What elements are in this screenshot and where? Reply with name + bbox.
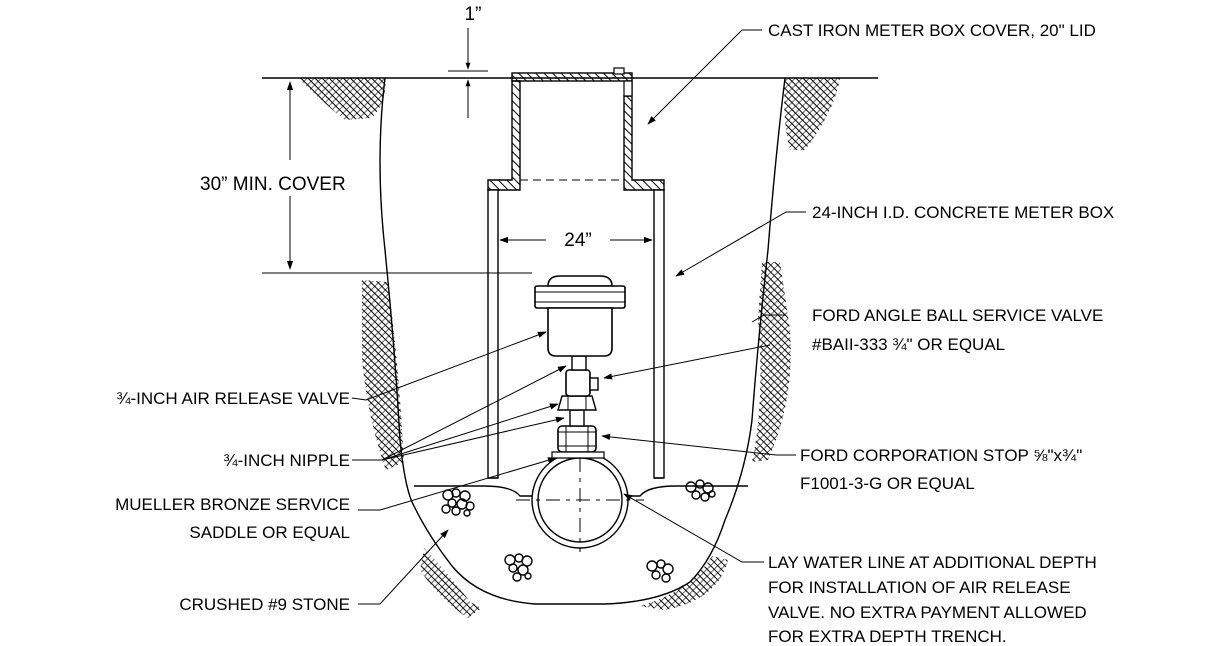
callout-water-line-3: VALVE. NO EXTRA PAYMENT ALLOWED (768, 603, 1087, 622)
callout-nipple: ¾-INCH NIPPLE (223, 451, 350, 470)
callout-water-line-1: LAY WATER LINE AT ADDITIONAL DEPTH (768, 553, 1097, 572)
angle-ball-valve (565, 355, 599, 397)
pipe-nipple (569, 409, 585, 427)
callout-corp-stop-line1: FORD CORPORATION STOP ⅝"x¾" (800, 446, 1082, 465)
cover-depth-label: 30” MIN. COVER (200, 174, 346, 195)
callout-angle-valve-line2: #BAII-333 ¾" OR EQUAL (812, 335, 1005, 354)
lid-offset-label: 1” (465, 4, 482, 25)
cover-depth-dimension (262, 81, 532, 274)
soil-hatch-left (300, 78, 482, 618)
crushed-stone (441, 479, 716, 583)
union-fitting (557, 395, 597, 411)
trench-wall-right (604, 77, 786, 605)
callout-saddle-line2: SADDLE OR EQUAL (189, 523, 350, 542)
callout-saddle-line1: MUELLER BRONZE SERVICE (115, 495, 350, 514)
soil-hatch-right (640, 78, 840, 610)
trench-wall-left (379, 77, 605, 605)
corporation-stop (551, 425, 605, 459)
callout-angle-valve-line1: FORD ANGLE BALL SERVICE VALVE (812, 306, 1103, 325)
callout-lid: CAST IRON METER BOX COVER, 20" LID (768, 21, 1096, 40)
callout-meter-box: 24-INCH I.D. CONCRETE METER BOX (812, 203, 1114, 222)
bedding-line (414, 485, 748, 497)
callout-stone: CRUSHED #9 STONE (179, 595, 350, 614)
callout-water-line-4: FOR EXTRA DEPTH TRENCH. (768, 627, 1007, 646)
lid-offset-dimension (448, 28, 488, 118)
meter-box-cover (487, 67, 665, 191)
leader-lines (351, 29, 806, 605)
air-release-valve (534, 275, 626, 357)
callout-air-valve: ¾-INCH AIR RELEASE VALVE (116, 389, 350, 408)
callout-corp-stop-line2: F1001-3-G OR EQUAL (800, 474, 975, 493)
water-main-pipe (516, 451, 644, 552)
concrete-meter-box (487, 189, 665, 479)
callout-water-line-2: FOR INSTALLATION OF AIR RELEASE (768, 578, 1071, 597)
box-width-label: 24” (564, 230, 591, 251)
